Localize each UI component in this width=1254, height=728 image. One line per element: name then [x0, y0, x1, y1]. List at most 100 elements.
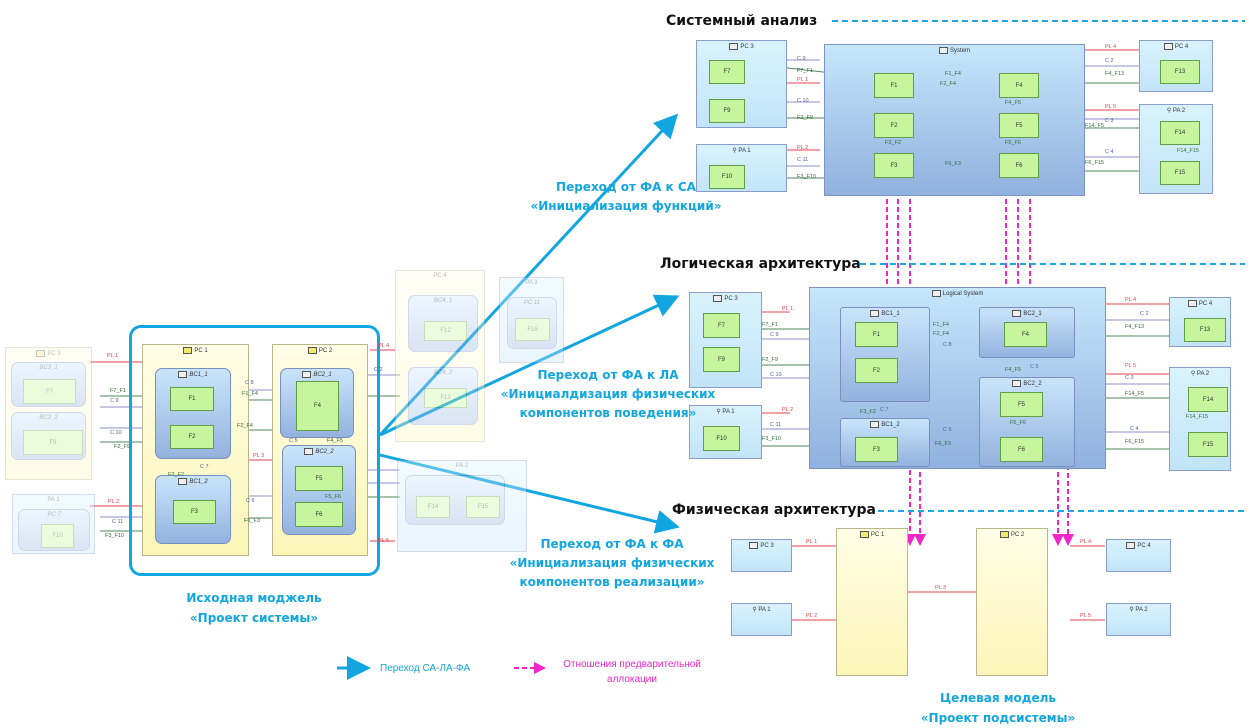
function-label: F7 [717, 322, 725, 329]
function-f1[interactable]: F1 [855, 322, 898, 347]
sa-pc3[interactable]: PC 3 F7 F9 [696, 40, 787, 128]
function-f6[interactable]: F6 [295, 502, 343, 527]
exchange-label: F3_F2 [885, 140, 901, 146]
pa-pc3[interactable]: PC 3 [731, 539, 792, 572]
function-f3[interactable]: F3 [173, 500, 216, 524]
src-bc3-1[interactable]: BC3_1 F7 [11, 362, 86, 407]
function-f15[interactable]: F15 [1188, 432, 1228, 457]
component-icon [729, 43, 739, 50]
src-pc11[interactable]: PC 11 F16 [507, 297, 557, 349]
sa-pa1[interactable]: ⚲ PA 1 F10 [696, 144, 787, 192]
pa-pa2[interactable]: ⚲ PA 2 [1106, 603, 1171, 636]
la-pc3[interactable]: PC 3 F7 F9 [689, 292, 762, 388]
function-f6[interactable]: F6 [1000, 437, 1043, 462]
src-pc1[interactable]: PC 1 BC1_1 F1 F2 BC1_2 F3 [142, 344, 249, 556]
src-pa1[interactable]: PA 1 PC 7 F10 [12, 494, 95, 554]
src-bc3-2[interactable]: BC3_2 F9 [11, 412, 86, 460]
pa-pc4[interactable]: PC 4 [1106, 539, 1171, 572]
pa-pc1[interactable]: PC 1 [836, 528, 908, 676]
la-pa1[interactable]: ⚲ PA 1 F10 [689, 405, 762, 459]
exchange-label: F4_F5 [1005, 100, 1021, 106]
function-f14[interactable]: F14 [1188, 387, 1228, 412]
function-label: F15 [1174, 170, 1186, 176]
function-f9[interactable]: F9 [703, 347, 740, 372]
function-f8-f9[interactable]: F9 [23, 430, 83, 455]
la-system-label: Logical System [942, 291, 984, 298]
la-bc1-2[interactable]: BC1_2 F3 [840, 418, 930, 467]
function-f1[interactable]: F1 [874, 73, 914, 98]
src-pa2[interactable]: PA 2 F14 F15 [397, 460, 527, 552]
sa-pa2[interactable]: ⚲ PA 2 F14 F15 [1139, 104, 1213, 194]
function-f5[interactable]: F5 [1000, 392, 1043, 417]
function-f13[interactable]: F13 [424, 388, 467, 408]
function-f3[interactable]: F3 [855, 437, 898, 462]
function-f4[interactable]: F4 [1004, 322, 1047, 347]
function-f2[interactable]: F2 [170, 425, 214, 449]
function-label: F10 [716, 435, 727, 442]
function-f10[interactable]: F10 [709, 165, 745, 189]
function-f7[interactable]: F7 [703, 313, 740, 338]
exchange-label: F14_F15 [1177, 148, 1200, 154]
function-f14[interactable]: F14 [416, 496, 450, 518]
function-f2[interactable]: F2 [874, 113, 914, 138]
function-f6[interactable]: F6 [999, 153, 1039, 178]
pa-pc2[interactable]: PC 2 [976, 528, 1048, 676]
function-f5[interactable]: F5 [999, 113, 1039, 138]
exchange-label: C 11 [112, 519, 124, 525]
pa-pa1[interactable]: ⚲ PA 1 [731, 603, 792, 636]
exchange-label: C 9 [797, 56, 806, 62]
la-bc2-2[interactable]: BC2_2 F5 F6 [979, 377, 1075, 467]
function-label: F4 [1021, 331, 1029, 338]
function-f4[interactable]: F4 [999, 73, 1039, 98]
exchange-label: C 8 [943, 342, 952, 348]
function-f1[interactable]: F1 [170, 387, 214, 411]
src-bc2-1[interactable]: BC2_1 F4 [280, 368, 354, 438]
function-f9[interactable]: F9 [709, 99, 745, 123]
src-bc1-1[interactable]: BC1_1 F1 F2 [155, 368, 231, 459]
la-pa2[interactable]: ⚲ PA 2 F14 F15 [1169, 367, 1231, 471]
function-label: F1 [872, 331, 880, 338]
function-f7[interactable]: F7 [709, 60, 745, 84]
src-bc1-2[interactable]: BC1_2 F3 [155, 475, 231, 544]
src-bc4-2[interactable]: BC4_2 F13 [408, 367, 478, 425]
exchange-label: C 3 [1125, 375, 1134, 381]
src-pc7[interactable]: PC 7 F10 [18, 509, 90, 551]
function-f4[interactable]: F4 [296, 381, 339, 431]
component-icon [178, 371, 188, 378]
function-f15[interactable]: F15 [466, 496, 500, 518]
caption-line: Переход от ФА к ФА [540, 537, 684, 551]
sa-system[interactable]: System F1 F2 F3 F4 F5 F6 [824, 44, 1085, 196]
function-f16[interactable]: F16 [515, 318, 550, 341]
function-f2[interactable]: F2 [855, 358, 898, 383]
src-pa3[interactable]: PA 3 PC 11 F16 [499, 277, 564, 363]
function-f7[interactable]: F7 [23, 379, 76, 404]
actor-icon: ⚲ [1190, 371, 1197, 377]
component-icon [713, 295, 723, 302]
src-pc4[interactable]: PC 4 BC4_1 F12 BC4_2 F13 [395, 270, 485, 442]
bc-label: BC1_2 [881, 422, 900, 429]
function-label: F3 [190, 509, 198, 515]
la-pc4[interactable]: PC 4 F13 [1169, 297, 1231, 347]
la-bc2-1[interactable]: BC2_1 F4 [979, 307, 1075, 358]
function-f15[interactable]: F15 [1160, 161, 1200, 185]
src-bc4-1[interactable]: BC4_1 F12 [408, 295, 478, 352]
src-bc2-2[interactable]: BC2_2 F5 F6 [282, 445, 356, 535]
function-f12[interactable]: F12 [424, 321, 467, 341]
src-pc2[interactable]: PC 2 BC2_1 F4 BC2_2 F5 F6 [272, 344, 368, 556]
function-f13[interactable]: F13 [1160, 60, 1200, 84]
function-f10[interactable]: F10 [41, 524, 74, 548]
exchange-label: F1_F4 [945, 71, 961, 77]
function-f13[interactable]: F13 [1184, 318, 1226, 342]
function-f5[interactable]: F5 [295, 466, 343, 491]
bc-label: BC1_1 [881, 311, 900, 318]
sa-pc4[interactable]: PC 4 F13 [1139, 40, 1213, 92]
la-bc1-1[interactable]: BC1_1 F1 F2 [840, 307, 930, 402]
link-label: PL 5 [378, 538, 390, 544]
function-f3[interactable]: F3 [874, 153, 914, 178]
function-f14[interactable]: F14 [1160, 121, 1200, 145]
la-logical-system[interactable]: Logical System BC1_1 F1 F2 BC1_2 F3 BC2_… [809, 287, 1106, 469]
function-label: F5 [1015, 122, 1023, 129]
function-f10[interactable]: F10 [703, 426, 740, 451]
src-pc3[interactable]: PC 3 BC3_1 F7 BC3_2 F9 [5, 347, 92, 480]
exchange-label: F2_F4 [237, 423, 253, 429]
